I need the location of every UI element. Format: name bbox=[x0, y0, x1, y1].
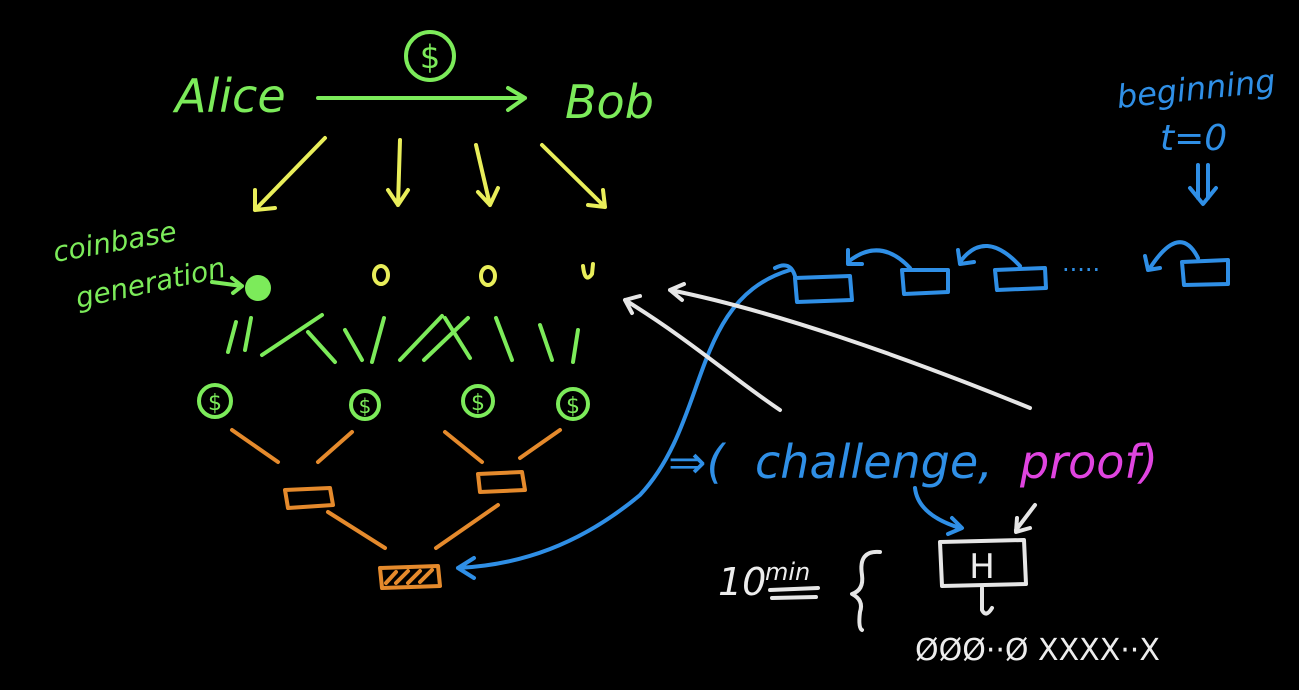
down-double-arrow bbox=[1188, 163, 1218, 206]
merkle-hash-strokes bbox=[226, 313, 580, 364]
coinbase-label-line1: coinbase bbox=[50, 215, 179, 269]
svg-text:$: $ bbox=[359, 394, 372, 418]
implies-open: ⇒( bbox=[668, 435, 727, 489]
t-zero-label: t=0 bbox=[1160, 118, 1227, 159]
transfer-coin bbox=[404, 30, 456, 82]
hash-box bbox=[938, 538, 1028, 588]
transfer-coin-symbol: $ bbox=[420, 38, 440, 76]
min-underline bbox=[768, 586, 820, 600]
proof-to-hash bbox=[1014, 503, 1037, 534]
svg-text:$: $ bbox=[471, 391, 485, 416]
blockchain bbox=[773, 240, 1230, 304]
alice-label: Alice bbox=[172, 69, 286, 123]
challenge-arrows bbox=[623, 282, 1032, 412]
hash-label: H bbox=[969, 547, 995, 587]
chain-dots: ····· bbox=[1062, 256, 1100, 284]
min-label: min bbox=[765, 558, 810, 586]
coinbase-node bbox=[245, 275, 271, 301]
hash-output-arrow bbox=[980, 586, 994, 616]
proof-label: proof bbox=[1019, 435, 1146, 489]
beginning-label: beginning bbox=[1115, 62, 1277, 116]
orange-merkle-tree bbox=[230, 428, 562, 590]
bob-label: Bob bbox=[565, 75, 654, 129]
ten-min-brace bbox=[850, 549, 882, 632]
transaction-nodes bbox=[372, 262, 595, 287]
hashed-coins: $ $ $ $ bbox=[197, 383, 590, 421]
close-paren: ) bbox=[1137, 435, 1158, 489]
ten-label: 10 bbox=[718, 560, 766, 604]
coinbase-pointer bbox=[210, 276, 244, 295]
root-link-arrow bbox=[456, 268, 792, 580]
challenge-to-hash bbox=[913, 486, 964, 536]
transfer-arrow bbox=[316, 86, 527, 112]
challenge-label: challenge, bbox=[755, 435, 993, 489]
broadcast-arrows bbox=[253, 136, 607, 212]
hash-output-bits: ØØØ··Ø XXXX··X bbox=[915, 633, 1160, 668]
svg-text:$: $ bbox=[566, 394, 580, 419]
svg-text:$: $ bbox=[208, 391, 222, 416]
